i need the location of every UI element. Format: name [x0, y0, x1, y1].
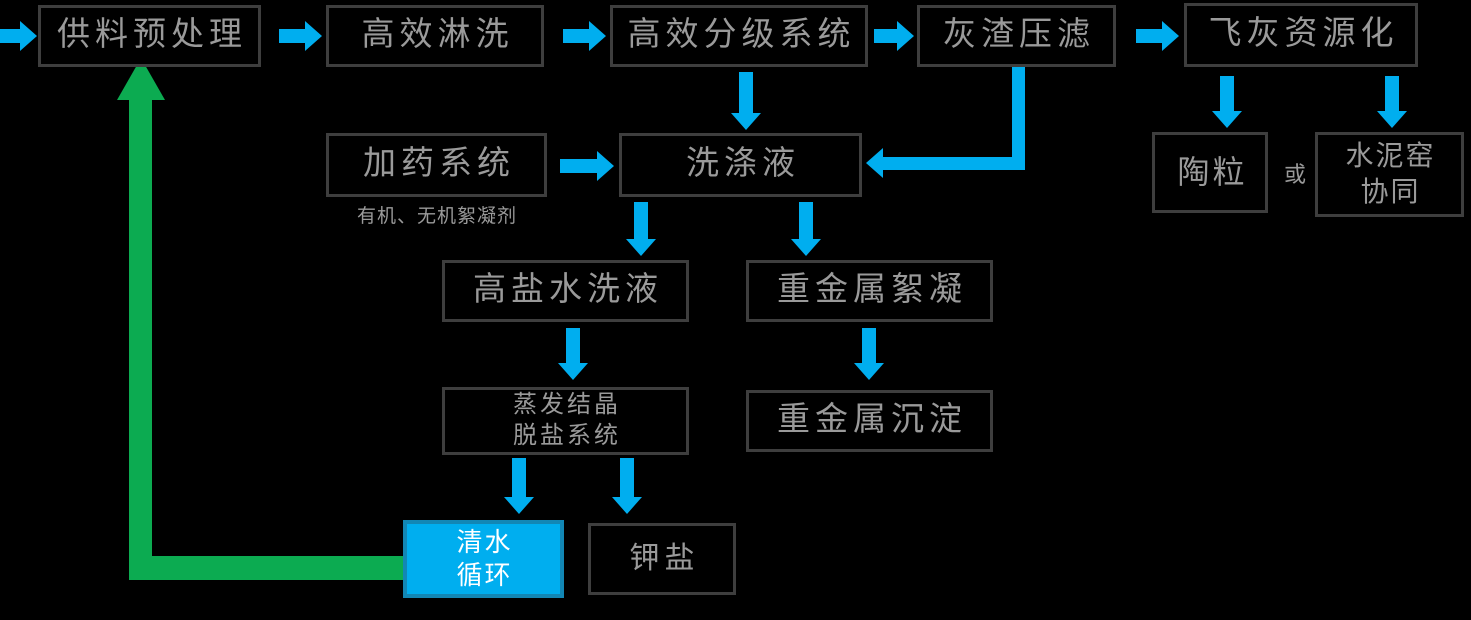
node-label-line2: 协同 — [1360, 176, 1421, 208]
node-high-salt-wash: 高盐水洗液 — [442, 260, 689, 322]
node-fly-ash-recycling: 飞灰资源化 — [1184, 3, 1418, 67]
node-dosing-system: 加药系统 — [326, 133, 547, 197]
node-evaporation-desalting: 蒸发结晶 脱盐系统 — [442, 387, 689, 455]
arrow-evaporation-to-potassium — [612, 458, 642, 514]
node-clean-water-cycle: 清水 循环 — [403, 520, 564, 598]
node-label: 加药系统 — [363, 146, 515, 183]
arrow-dosing-to-washliquid — [560, 151, 614, 181]
node-ash-filter-press: 灰渣压滤 — [917, 5, 1116, 67]
node-label: 飞灰资源化 — [1208, 16, 1399, 53]
node-label-line1: 清水 — [456, 527, 513, 557]
arrow-rinse-to-classify — [563, 21, 606, 51]
node-label: 洗涤液 — [686, 146, 800, 183]
node-classification-system: 高效分级系统 — [610, 5, 868, 67]
node-heavy-metal-precipitation: 重金属沉淀 — [746, 390, 993, 452]
or-label: 或 — [1284, 162, 1307, 187]
node-heavy-metal-flocculation: 重金属絮凝 — [746, 260, 993, 322]
arrow-press-to-washliquid — [866, 67, 1025, 178]
arrow-washliquid-to-flocculation — [791, 202, 821, 256]
arrow-classify-to-washliquid — [731, 72, 761, 130]
node-label: 高效淋洗 — [361, 17, 514, 54]
node-label: 供料预处理 — [57, 17, 247, 54]
node-label: 钾盐 — [629, 541, 700, 575]
node-ceramsite: 陶粒 — [1152, 132, 1268, 213]
arrow-press-to-recycling — [1136, 21, 1179, 51]
node-cement-kiln: 水泥窑 协同 — [1315, 132, 1464, 217]
dosing-system-note: 有机、无机絮凝剂 — [356, 206, 517, 227]
arrow-feed-to-rinse — [279, 21, 322, 51]
recycle-arrow — [117, 58, 403, 580]
node-label-line1: 水泥窑 — [1345, 140, 1436, 172]
arrow-classify-to-press — [874, 21, 914, 51]
arrow-evaporation-to-cleanwater — [504, 458, 534, 514]
arrow-highsalt-to-evaporation — [558, 328, 588, 380]
node-label-line2: 脱盐系统 — [513, 423, 621, 449]
node-label: 灰渣压滤 — [943, 17, 1095, 54]
node-label: 重金属沉淀 — [777, 402, 967, 439]
arrow-recycling-to-cementkiln — [1377, 76, 1407, 128]
node-feed-pretreatment: 供料预处理 — [38, 5, 261, 67]
node-label: 陶粒 — [1177, 154, 1248, 191]
node-potassium-salt: 钾盐 — [588, 523, 736, 595]
arrow-washliquid-to-highsalt — [626, 202, 656, 256]
arrow-input-to-feed — [0, 21, 37, 51]
node-efficient-rinsing: 高效淋洗 — [326, 5, 544, 67]
arrow-flocculation-to-precipitation — [854, 328, 884, 380]
node-label-line1: 蒸发结晶 — [513, 392, 621, 419]
node-label: 重金属絮凝 — [777, 272, 967, 309]
node-label: 高效分级系统 — [627, 17, 856, 54]
node-washing-liquid: 洗涤液 — [619, 133, 862, 197]
arrow-recycling-to-ceramsite — [1212, 76, 1242, 128]
node-label: 高盐水洗液 — [473, 272, 663, 309]
node-label-line2: 循环 — [456, 561, 513, 590]
